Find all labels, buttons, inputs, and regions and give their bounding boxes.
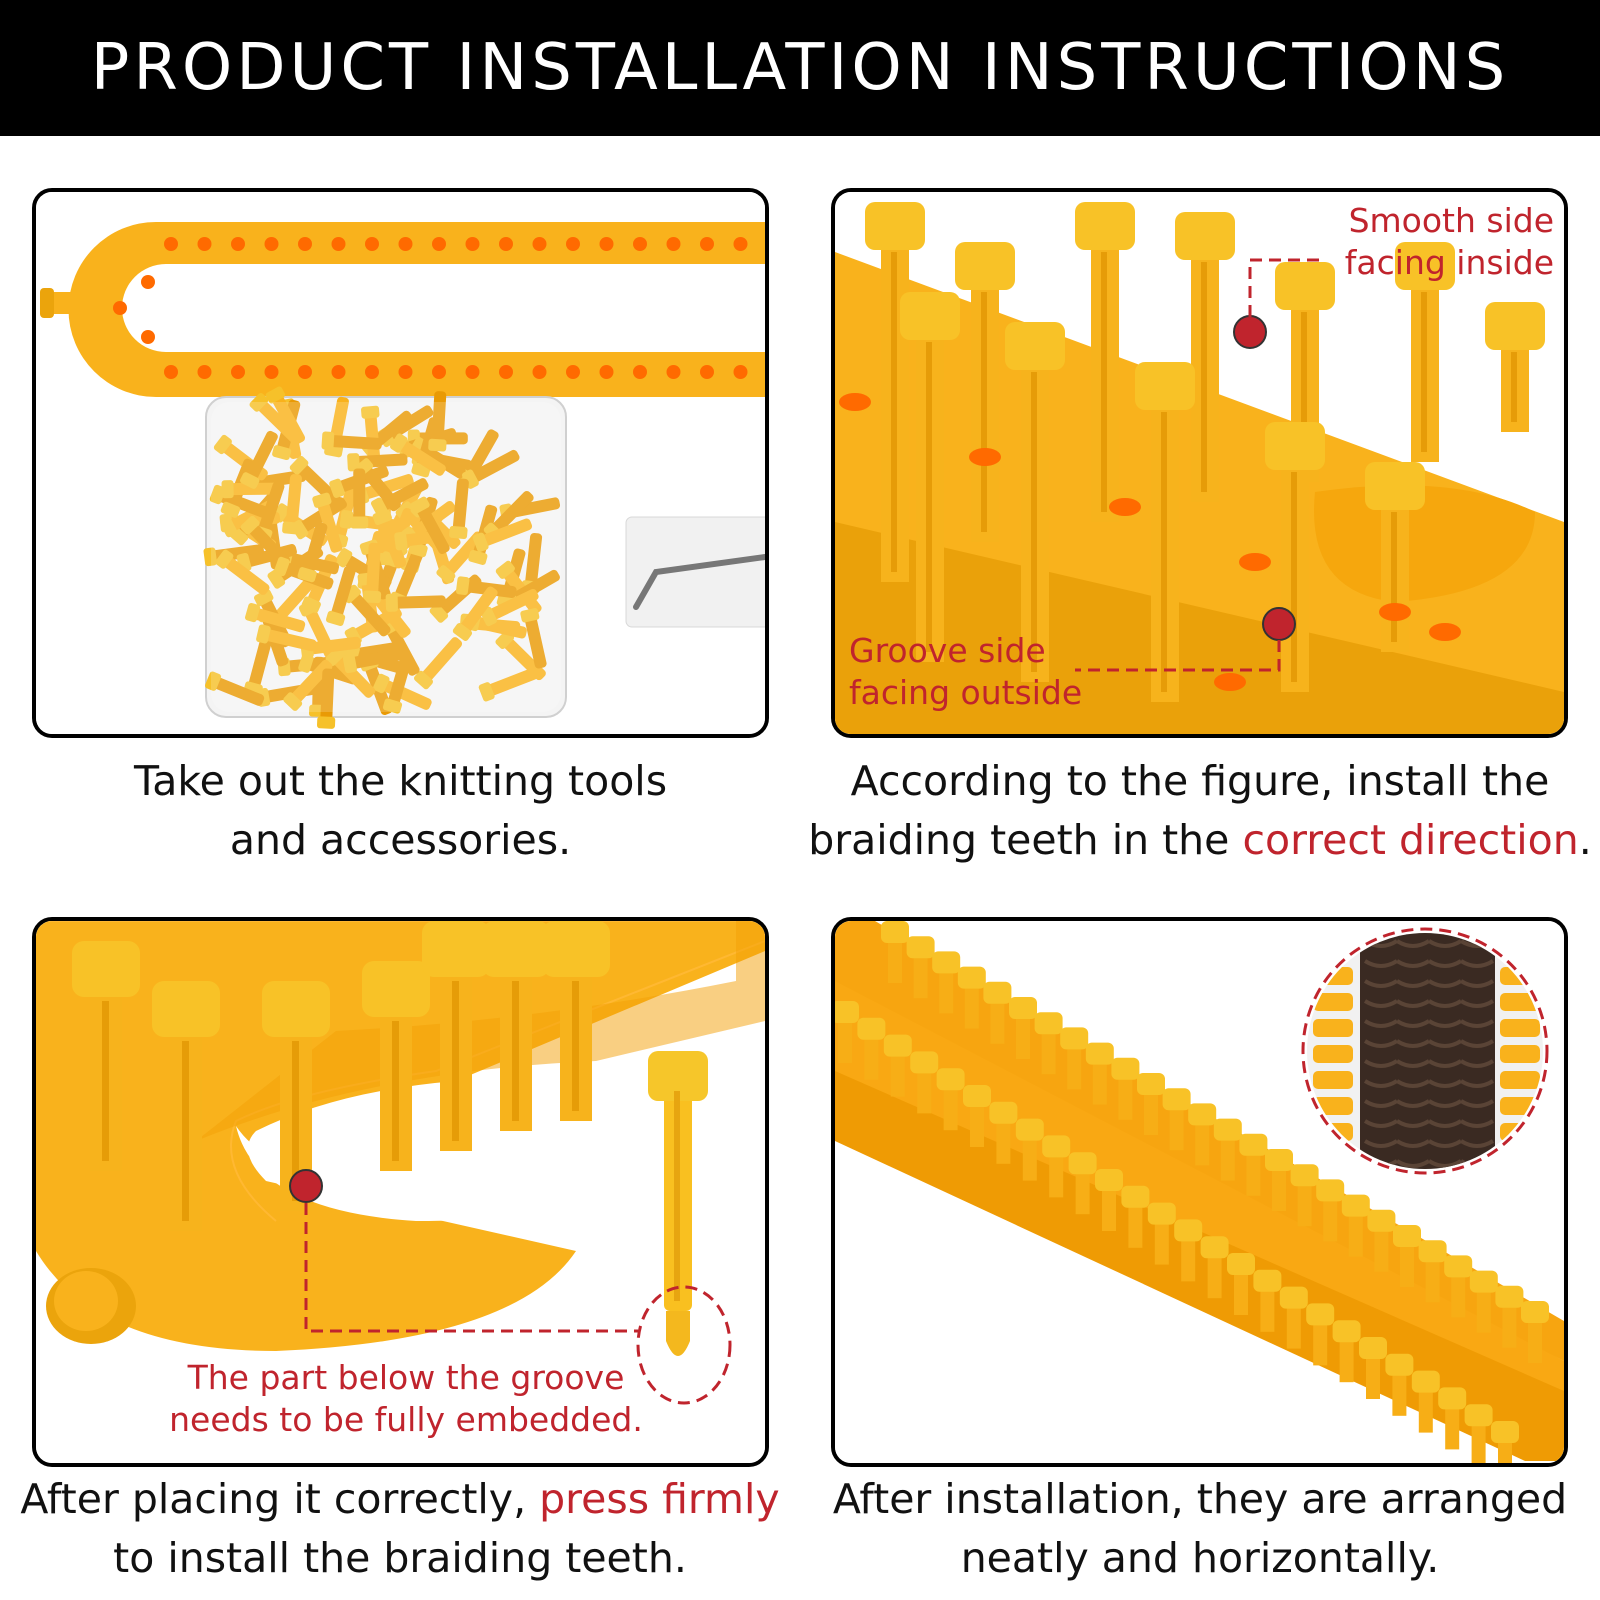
single-peg-illustration	[648, 1051, 708, 1356]
smooth-side-note-line-1: Smooth side	[1348, 201, 1554, 240]
step-3-caption-highlight: press firmly	[539, 1475, 780, 1523]
groove-side-callout	[1075, 607, 1296, 672]
step-2-caption-line-2: braiding teeth in the correct direction.	[790, 811, 1600, 870]
embed-note-line-2: needs to be fully embedded.	[169, 1400, 643, 1439]
step-3-caption: After placing it correctly, press firmly…	[0, 1470, 800, 1588]
smooth-side-note: Smooth side facing inside	[1345, 200, 1554, 284]
loom-frame-illustration	[40, 222, 765, 397]
step-4-caption-line-1: After installation, they are arranged	[832, 1475, 1568, 1523]
loom-closeup-illustration	[835, 202, 1564, 734]
smooth-side-note-line-2: facing inside	[1344, 243, 1554, 282]
step-2-caption-text: braiding teeth in the	[808, 816, 1243, 864]
step-2-caption-end: .	[1578, 816, 1592, 864]
step-4-image	[831, 917, 1568, 1467]
step-1-caption: Take out the knitting tools and accessor…	[32, 752, 769, 870]
groove-callout	[289, 1169, 638, 1333]
step-3-image: The part below the groove needs to be fu…	[32, 917, 769, 1467]
page-title: PRODUCT INSTALLATION INSTRUCTIONS	[90, 31, 1510, 105]
step-2-caption: According to the figure, install the bra…	[790, 752, 1600, 870]
groove-side-note-line-1: Groove side	[849, 631, 1046, 670]
step-3-caption-line-2: to install the braiding teeth.	[113, 1534, 687, 1582]
loom-end-illustration	[36, 921, 765, 1351]
step-2-image: Smooth side facing inside Groove side fa…	[831, 188, 1568, 738]
assembled-loom-illustration	[835, 921, 1564, 1463]
step-3-caption-line-1: After placing it correctly, press firmly	[0, 1470, 800, 1529]
crochet-hook-illustration	[625, 516, 765, 628]
embed-note: The part below the groove needs to be fu…	[156, 1357, 656, 1441]
page-header: PRODUCT INSTALLATION INSTRUCTIONS	[0, 0, 1600, 136]
embed-note-line-1: The part below the groove	[187, 1358, 625, 1397]
smooth-side-callout	[1233, 258, 1325, 349]
groove-side-note-line-2: facing outside	[849, 673, 1083, 712]
step-2-caption-line-1: According to the figure, install the	[850, 757, 1550, 805]
step-4-caption: After installation, they are arranged ne…	[800, 1470, 1600, 1588]
step-1-caption-line-2: and accessories.	[229, 816, 572, 864]
step-3-caption-text: After placing it correctly,	[20, 1475, 540, 1523]
peg-base-highlight-circle	[636, 1285, 732, 1405]
step-2-caption-highlight: correct direction	[1242, 816, 1579, 864]
step-4-caption-line-2: neatly and horizontally.	[960, 1534, 1440, 1582]
peg-bag-illustration	[203, 386, 567, 729]
step-1-caption-line-1: Take out the knitting tools	[133, 757, 668, 805]
groove-side-note: Groove side facing outside	[849, 630, 1082, 714]
step-1-image	[32, 188, 769, 738]
